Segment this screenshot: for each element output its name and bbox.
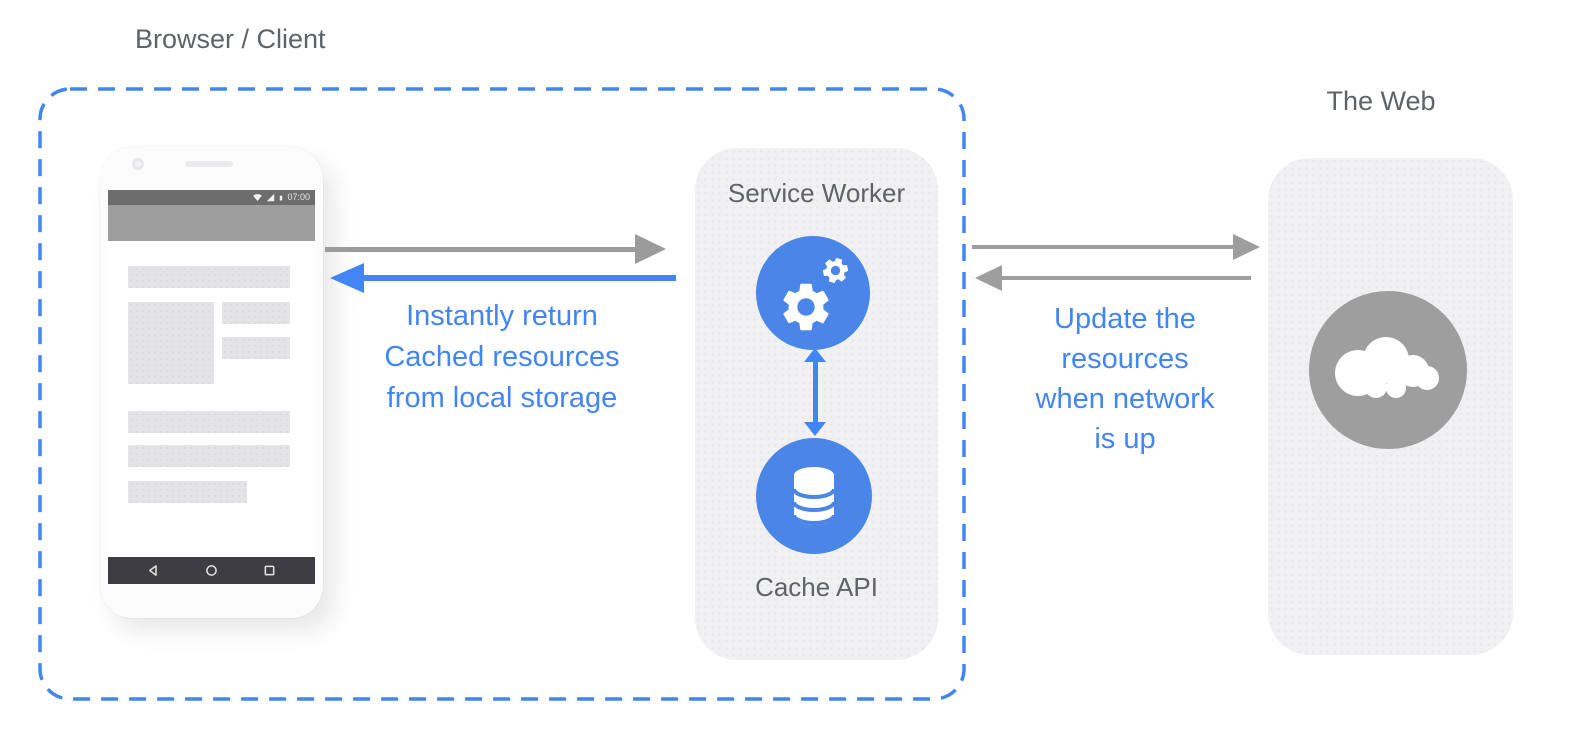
home-icon xyxy=(206,565,217,576)
arrow-right-head xyxy=(635,234,666,264)
phone-screen: 07:00 xyxy=(108,190,315,584)
note-line: Cached resources xyxy=(384,341,620,373)
phone-mockup: 07:00 xyxy=(100,147,323,618)
phone-nav-bar xyxy=(108,557,315,584)
phone-status-bar: 07:00 xyxy=(108,190,315,205)
status-time: 07:00 xyxy=(287,192,310,202)
placeholder-block xyxy=(222,337,290,359)
back-icon xyxy=(149,565,157,576)
placeholder-block xyxy=(128,302,214,384)
arrow-left-head xyxy=(975,265,1002,291)
placeholder-block xyxy=(128,445,290,467)
arrow-down-head xyxy=(804,422,826,436)
browser-client-label: Browser / Client xyxy=(135,24,326,54)
note-line: Instantly return xyxy=(406,300,598,332)
cloud-icon xyxy=(1335,337,1439,398)
arrow-line xyxy=(1000,276,1251,280)
battery-icon xyxy=(280,195,283,200)
cached-response-arrow xyxy=(330,263,676,293)
gears-icon xyxy=(822,257,849,284)
note-line: Update the xyxy=(1054,303,1196,335)
arrow-up-head xyxy=(804,348,826,362)
request-arrow xyxy=(325,234,666,264)
cache-api-circle xyxy=(756,438,872,554)
arrow-left-head xyxy=(330,263,364,293)
note-line: from local storage xyxy=(386,382,618,414)
arrow-line xyxy=(812,356,818,428)
sw-cache-double-arrow xyxy=(802,348,828,436)
phone-camera-icon xyxy=(132,158,144,170)
phone-app-bar xyxy=(108,205,315,241)
the-web-label: The Web xyxy=(1326,86,1436,116)
placeholder-block xyxy=(128,411,290,433)
arrow-line xyxy=(325,247,639,252)
web-circle xyxy=(1309,291,1467,449)
network-request-arrow xyxy=(972,234,1260,261)
phone-content xyxy=(108,241,315,557)
placeholder-block xyxy=(128,481,247,503)
note-line: resources xyxy=(1061,343,1189,375)
placeholder-block xyxy=(222,302,290,324)
network-response-arrow xyxy=(975,265,1251,292)
cache-api-label: Cache API xyxy=(755,572,878,602)
arrow-right-head xyxy=(1233,234,1260,260)
recents-icon xyxy=(264,565,275,576)
gears-icon xyxy=(783,283,829,331)
cell-signal-icon xyxy=(267,193,275,202)
service-worker-panel: Service Worker Cache API xyxy=(695,148,938,660)
wifi-icon xyxy=(253,194,263,202)
placeholder-block xyxy=(128,266,290,288)
note-line: when network xyxy=(1035,383,1215,415)
phone-speaker xyxy=(185,161,233,167)
arrow-line xyxy=(360,275,676,281)
arrow-line xyxy=(972,245,1234,249)
database-icon xyxy=(792,467,836,525)
cache-return-note: Instantly return Cached resources from l… xyxy=(352,296,652,419)
the-web-panel xyxy=(1268,158,1513,655)
network-update-note: Update the resources when network is up xyxy=(975,299,1275,459)
note-line: is up xyxy=(1094,423,1156,455)
service-worker-title: Service Worker xyxy=(727,178,906,208)
service-worker-circle xyxy=(756,236,870,350)
